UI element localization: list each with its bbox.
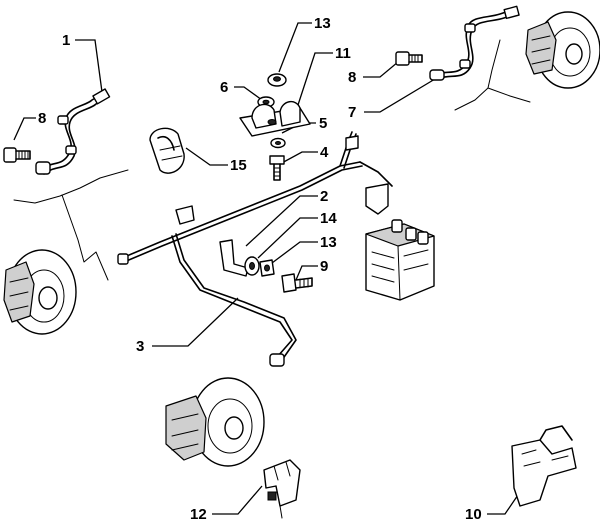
- callout-7: 7: [348, 104, 356, 121]
- part-5-washer: [270, 137, 286, 149]
- callout-8-right: 8: [348, 69, 356, 86]
- callout-11: 11: [335, 45, 351, 62]
- part-15-grommet: [149, 127, 185, 174]
- callout-15: 15: [230, 157, 247, 174]
- leader-15: [185, 147, 228, 166]
- part-11-clamp-bracket: [239, 101, 311, 137]
- callout-8-left: 8: [38, 110, 46, 127]
- leader-13-top: [278, 22, 312, 73]
- callout-4: 4: [320, 144, 329, 161]
- callout-1: 1: [62, 32, 70, 49]
- leader-7: [364, 75, 441, 113]
- brake-disc-left: [3, 249, 77, 335]
- leader-9: [295, 265, 318, 281]
- callout-14: 14: [320, 210, 337, 227]
- brake-disc-top-right: [525, 11, 600, 89]
- part-9-bolt: [281, 273, 313, 293]
- leader-8-right: [363, 61, 399, 78]
- abs-hydraulic-unit: [365, 219, 435, 301]
- break-line-right-up: [487, 39, 501, 89]
- leader-4: [279, 151, 318, 165]
- leader-2: [245, 195, 318, 247]
- part-13-nut-top: [267, 73, 287, 87]
- leader-8-left: [13, 117, 36, 141]
- part-1-wheel-speed-sensor-left: [35, 88, 111, 175]
- leader-10: [487, 491, 521, 515]
- part-7-wheel-speed-sensor-right: [429, 5, 520, 81]
- section-break-lines: [13, 39, 531, 281]
- callout-5: 5: [319, 115, 327, 132]
- leader-3: [152, 297, 239, 347]
- brake-disc-bottom: [165, 377, 265, 467]
- leader-1: [75, 39, 103, 93]
- part-8-bolt-left: [3, 147, 31, 163]
- callout-12: 12: [190, 506, 207, 523]
- callout-9: 9: [320, 258, 328, 275]
- part-12-sensor-bracket: [263, 459, 301, 519]
- part-2-bracket: [219, 239, 249, 277]
- leader-13-mid: [267, 241, 318, 267]
- part-14-washer: [244, 256, 260, 276]
- leader-12: [212, 485, 263, 515]
- part-10-mounting-bracket: [511, 425, 577, 507]
- callout-3: 3: [136, 338, 144, 355]
- leader-6: [234, 86, 263, 101]
- break-line-left-jag: [61, 194, 109, 281]
- leader-lines: [13, 22, 521, 515]
- callout-labels: 1 8 13 11 6 5 15 4 8 7 2 14 13 9 3 12 10: [38, 15, 482, 523]
- part-3-main-wiring-harness: [117, 131, 393, 367]
- callout-13-mid: 13: [320, 234, 337, 251]
- leader-14: [257, 217, 318, 259]
- part-8-bolt-right: [395, 51, 423, 66]
- callout-13-top: 13: [314, 15, 331, 32]
- callout-6: 6: [220, 79, 228, 96]
- callout-2: 2: [320, 188, 328, 205]
- part-13-nut-mid: [259, 259, 275, 277]
- part-4-screw: [269, 155, 285, 181]
- break-line-left: [13, 169, 129, 204]
- leader-11: [296, 52, 333, 109]
- callout-10: 10: [465, 506, 482, 523]
- break-line-right: [454, 87, 531, 111]
